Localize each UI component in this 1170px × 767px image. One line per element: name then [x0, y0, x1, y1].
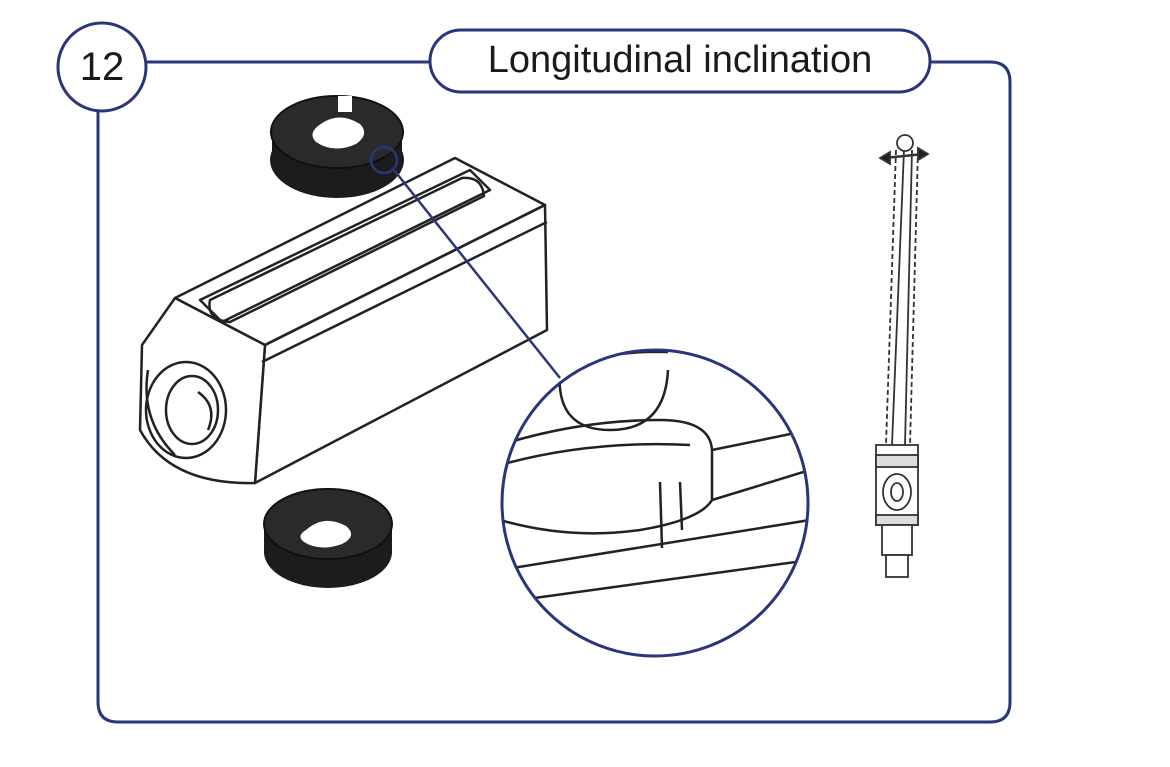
zoom-detail-view [500, 348, 810, 658]
side-view-assembly [875, 134, 930, 578]
upper-washer-part [270, 95, 404, 198]
step-number: 12 [79, 44, 125, 89]
step-frame [96, 60, 1012, 724]
step-title: Longitudinal inclination [487, 38, 873, 81]
step-number-badge [56, 21, 148, 113]
title-pill [428, 28, 932, 94]
lower-washer-part [263, 488, 393, 588]
block-bore-hole [144, 360, 228, 460]
block-body-part [138, 156, 549, 485]
detail-leader [369, 145, 561, 379]
